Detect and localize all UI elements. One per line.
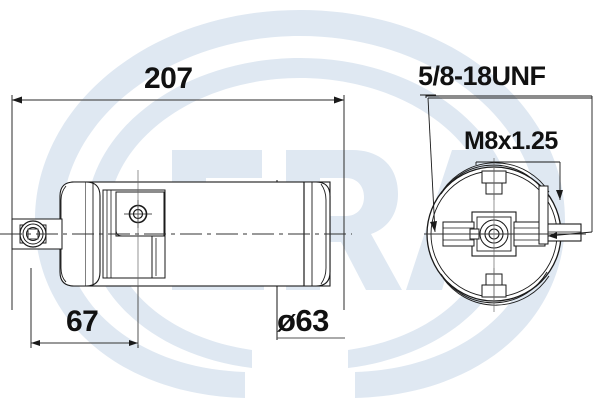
callout-label-stud-thread: M8x1.25 <box>464 127 558 155</box>
end-elevation-view <box>424 158 586 312</box>
dimension-label-bracket-offset: 67 <box>66 305 99 338</box>
dimension-overall-length <box>11 95 345 310</box>
leader-line-m8 <box>475 161 563 200</box>
side-elevation-view <box>0 170 352 345</box>
dimension-label-overall-length: 207 <box>144 62 193 95</box>
dimension-label-body-diameter: ø63 <box>277 303 329 338</box>
leader-line-unf-arrow <box>426 95 592 233</box>
callout-label-port-thread: 5/8-18UNF <box>418 61 546 91</box>
